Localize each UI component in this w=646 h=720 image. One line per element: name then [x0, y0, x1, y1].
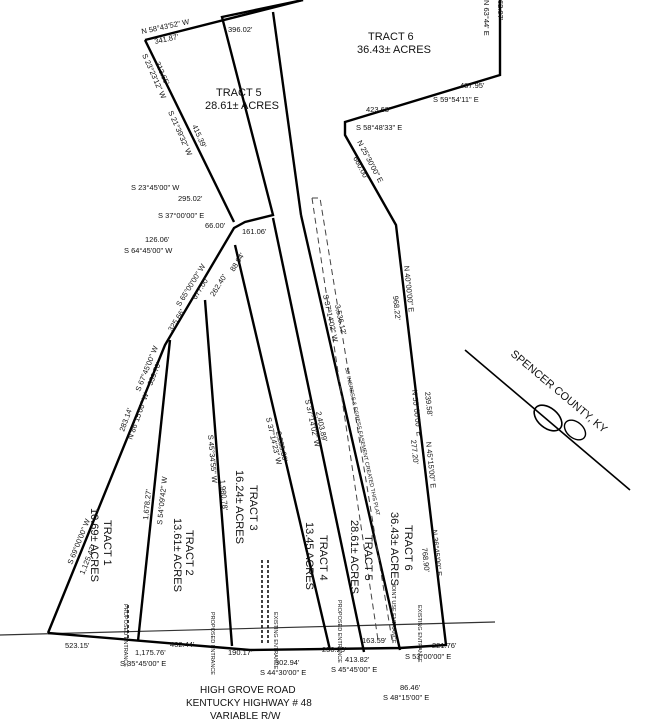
tract-5-name: TRACT 5: [362, 535, 374, 581]
entrance-label-joint: JOINT USE ENTRANCE: [390, 583, 396, 644]
call-distance: 462.44': [170, 640, 195, 649]
call-bearing: S 54°09'42" W: [155, 475, 169, 525]
call-bearing: S 53°00'00" E: [405, 652, 451, 661]
tract-2-3-divider: [203, 299, 234, 647]
call-bearing: N 55°00'00" E: [410, 389, 424, 436]
call-distance: 423.63': [366, 105, 391, 114]
call-distance: 190.17': [228, 648, 253, 657]
tract-2-acres: 13.61± ACRES: [171, 518, 183, 592]
call-distance: 523.15': [65, 641, 90, 650]
call-distance: 1,678.27': [141, 488, 153, 520]
call-distance: 88.94': [228, 251, 247, 273]
tract-5-label: TRACT 5 28.61± ACRES: [348, 520, 374, 594]
call-distance: 1,980.78': [218, 479, 230, 511]
county-arrow: [464, 349, 631, 491]
tract-4-name: TRACT 4: [317, 535, 329, 581]
call-bearing: S 64°45'00" W: [124, 246, 173, 255]
county-seal-icon: [563, 419, 587, 441]
call-distance: 221.76': [432, 641, 457, 650]
call-bearing: S 59°54'11" E: [433, 95, 479, 104]
call-bearing: S 23°45'00" W: [131, 183, 180, 192]
entrance-label-existing: EXISTING ENTRANCE: [272, 612, 278, 670]
tract-3-name: TRACT 3: [247, 485, 259, 531]
call-bearing: S 45°34'55" W: [206, 434, 219, 484]
call-distance: 239.58': [423, 391, 435, 417]
tract-3-label: TRACT 3 16.24± ACRES: [233, 470, 259, 544]
property-boundary-east: [47, 0, 502, 652]
entrance-label-proposed: PROPOSED ENTRANCE: [122, 604, 128, 667]
tract-6-name: TRACT 6: [402, 525, 414, 571]
tract-6-label: TRACT 6 36.43± ACRES: [388, 512, 414, 586]
call-bearing: N 58°43'52" W: [141, 17, 191, 36]
entrance-label-proposed: PROPOSED ENTRANCE: [209, 612, 215, 675]
call-bearing: S 58°48'33" E: [356, 123, 402, 132]
tract-1-2-divider: [136, 339, 172, 642]
call-distance: 62.07': [496, 0, 505, 21]
call-bearing: S 48°15'00" E: [383, 693, 429, 702]
call-distance: 1,175.76': [135, 648, 166, 657]
tract-5-6-divider: [271, 11, 303, 216]
tract-5-6-south-divider: [299, 214, 402, 651]
tract-4-label: TRACT 4 13.45 ACRES: [303, 522, 329, 590]
call-distance: 295.02': [178, 194, 203, 203]
tract-5-top-acres: 28.61± ACRES: [205, 100, 279, 112]
tract-5-acres: 28.61± ACRES: [348, 520, 360, 594]
tract-2-name: TRACT 2: [183, 530, 195, 576]
call-distance: 325.66': [166, 307, 187, 333]
tract-5-top-name: TRACT 5: [216, 87, 262, 99]
call-distance: 487.95': [460, 81, 485, 90]
call-bearing: S 44°30'00" E: [260, 668, 306, 677]
tract-5-north-line: [144, 0, 304, 42]
call-distance: 250.23': [322, 645, 347, 654]
road-row: VARIABLE R/W: [210, 711, 281, 720]
call-distance: 277.20': [409, 439, 421, 465]
tract-3-4-divider: [233, 244, 332, 651]
call-distance: 341.87': [154, 32, 180, 46]
call-distance: 66.00': [205, 221, 226, 230]
call-distance: 161.06': [242, 227, 267, 236]
tract-3-acres: 16.24± ACRES: [233, 470, 245, 544]
easement-dashed-line: [312, 197, 393, 641]
call-distance: 413.82': [345, 655, 370, 664]
call-distance: 262.40': [208, 272, 229, 298]
call-distance: 768.90': [420, 547, 432, 573]
call-distance: 396.02': [228, 25, 253, 34]
easement-dashed-line-2: [311, 197, 379, 641]
call-bearing: S 45°45'00" E: [331, 665, 377, 674]
property-boundary: [46, 0, 304, 634]
call-distance: 126.06': [145, 235, 170, 244]
tract-5-west-line: [143, 39, 236, 223]
easement-note: 50' INGRESS & EGRESS EASEMENT CREATED TH…: [343, 367, 380, 517]
county-seal-icon: [533, 404, 563, 432]
tract-1-acres: 10.69± ACRES: [88, 508, 100, 582]
tract-2-label: TRACT 2 13.61± ACRES: [171, 518, 195, 592]
tract-4-acres: 13.45 ACRES: [303, 522, 315, 590]
call-bearing: S 37°00'00" E: [158, 211, 204, 220]
tract-6-acres: 36.43± ACRES: [388, 512, 400, 586]
county-label: SPENCER COUNTY, KY: [508, 348, 610, 436]
road-name: HIGH GROVE ROAD: [200, 685, 296, 696]
road-highway: KENTUCKY HIGHWAY # 48: [186, 698, 312, 709]
tract-1-label: TRACT 1 10.69± ACRES: [88, 508, 113, 582]
entrance-label-existing: EXISTING ENTRANCE: [416, 605, 422, 663]
tract-6-top-name: TRACT 6: [368, 31, 414, 43]
call-bearing: N 63°44' E: [482, 0, 491, 36]
tract-1-name: TRACT 1: [101, 520, 113, 566]
road-edge-line: [0, 621, 496, 636]
call-distance: 163.59': [362, 636, 387, 645]
call-bearing: S 35°45'00" E: [120, 659, 166, 668]
call-distance: 968.22': [391, 295, 403, 321]
call-distance: 302.94': [275, 658, 300, 667]
tract-4-5-divider: [271, 217, 366, 653]
call-distance: 86.46': [400, 683, 421, 692]
entrance-label-proposed: PROPOSED ENTRANCE: [336, 600, 342, 663]
tract-6-top-acres: 36.43± ACRES: [357, 44, 431, 56]
